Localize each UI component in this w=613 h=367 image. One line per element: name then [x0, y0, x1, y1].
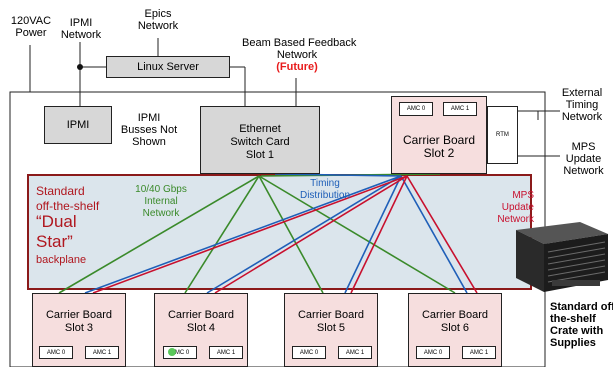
timing-link-slot5 [344, 175, 402, 294]
rtm-label: RTM [496, 132, 509, 138]
linux-server-label: Linux Server [137, 61, 199, 73]
slot5-amc1: AMC 1 [338, 346, 372, 359]
mps-link-slot3 [92, 175, 408, 294]
backplane-dual-label: “Dual [36, 212, 77, 231]
slot6-amc1: AMC 1 [462, 346, 496, 359]
slot5-amc0: AMC 0 [292, 346, 326, 359]
crate-photo [516, 222, 608, 292]
mps-link-slot4 [214, 175, 408, 294]
mps-link-slot6 [406, 175, 478, 294]
ethernet-link-slot4 [184, 175, 260, 294]
backplane-region [27, 174, 532, 290]
timing-link-slot3 [84, 175, 402, 294]
timing-link-slot4 [206, 175, 402, 294]
ethernet-link-slot6 [258, 175, 456, 294]
ipmi-box-label: IPMI [66, 119, 90, 131]
timing-link-slot1 [274, 173, 402, 177]
slot3-amc1: AMC 1 [85, 346, 119, 359]
slot3-amc0: AMC 0 [39, 346, 73, 359]
ipmi-box: IPMI [44, 106, 112, 144]
rtm-box: RTM [487, 106, 518, 164]
slot2-amc0: AMC 0 [399, 102, 433, 116]
linux-server-box: Linux Server [106, 56, 230, 78]
ethernet-link-slot3 [58, 175, 260, 294]
mps-link-slot5 [350, 175, 408, 294]
timing-link-slot6 [400, 175, 468, 294]
slot2-amc1: AMC 1 [443, 102, 477, 116]
slot6-amc0: AMC 0 [416, 346, 450, 359]
ipmi-junction [77, 64, 83, 70]
ethernet-link-slot5 [258, 175, 324, 294]
backplane-word-label: backplane [36, 254, 87, 266]
slot4-amc1: AMC 1 [209, 346, 243, 359]
backplane-star-label: Star” [36, 232, 73, 251]
slot4-probe-dot [168, 348, 176, 356]
